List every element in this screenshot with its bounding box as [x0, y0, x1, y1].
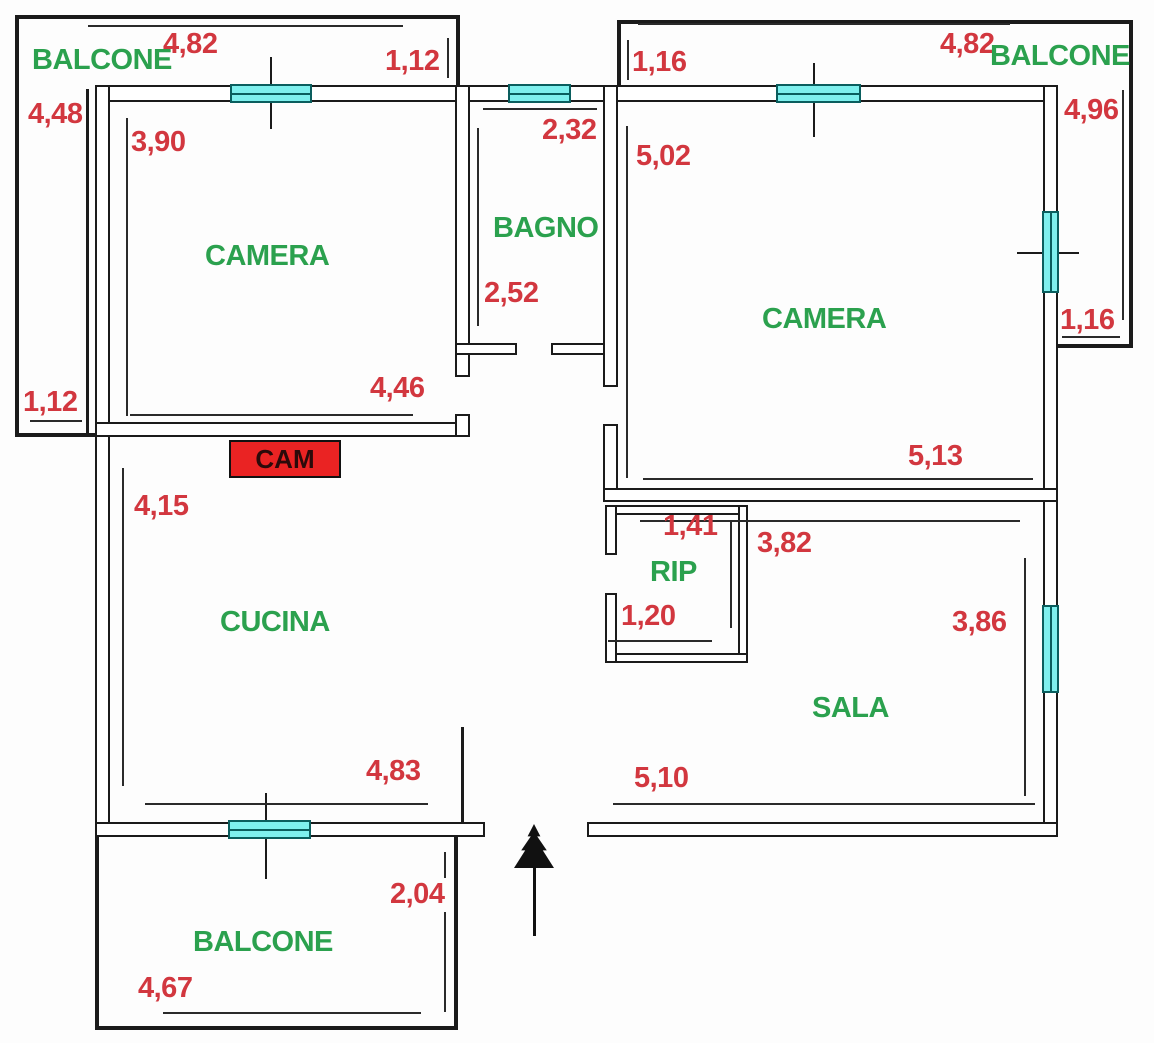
room-label-balcone-top-right: BALCONE — [990, 40, 1130, 72]
room-label-bagno: BAGNO — [493, 212, 599, 244]
balcony-tr-outline-left — [617, 20, 621, 89]
wall-camera-left-bottom — [95, 422, 470, 437]
dim-rip-width: 1,20 — [621, 600, 676, 632]
dim-camera-left-width: 4,46 — [370, 372, 425, 404]
dim-balcone-tl-end: 1,12 — [23, 386, 78, 418]
dim-sala-width: 5,10 — [634, 762, 689, 794]
dimension-line — [483, 108, 597, 110]
dimension-line — [626, 126, 628, 478]
dimension-line — [163, 1012, 421, 1014]
dim-bagno-height: 2,52 — [484, 277, 539, 309]
dim-camera-right-height: 5,02 — [636, 140, 691, 172]
wall-corridor-upper — [603, 85, 618, 387]
dimension-line — [627, 40, 629, 80]
wall-rip-left-upper — [605, 505, 617, 555]
balcony-tl-outline-right — [456, 15, 460, 89]
dim-rip-height: 1,41 — [663, 510, 718, 542]
wall-rip-right — [738, 505, 748, 663]
dimension-line — [638, 23, 1010, 25]
dimension-line — [1062, 336, 1120, 338]
dimension-line — [643, 478, 1033, 480]
balcony-tl-inner-line — [86, 89, 89, 435]
dimension-line — [608, 640, 712, 642]
dimension-line — [130, 414, 413, 416]
wall-bagno-left-jamb — [455, 414, 470, 437]
dim-camera-left-height: 3,90 — [131, 126, 186, 158]
balcony-bottom-outline-left — [95, 837, 99, 1030]
balcony-tr-outline-top — [617, 20, 1133, 24]
dimension-line — [444, 912, 446, 1012]
wall-left — [95, 85, 110, 837]
wall-right — [1043, 85, 1058, 837]
balcony-bottom-outline-right — [454, 837, 458, 1030]
dimension-line — [30, 420, 82, 422]
room-label-balcone-top-left: BALCONE — [32, 44, 172, 76]
balcony-tr-outline-right — [1129, 20, 1133, 348]
dim-cucina-height: 4,15 — [134, 490, 189, 522]
dim-balcone-bottom-height: 2,04 — [390, 878, 445, 910]
dimension-line — [613, 803, 1035, 805]
dimension-line — [1122, 90, 1124, 320]
window-cucina — [228, 820, 311, 839]
window-sala — [1042, 605, 1059, 693]
room-label-rip: RIP — [650, 556, 697, 588]
balcony-tr-outline-bottom — [1056, 344, 1133, 348]
dimension-line — [477, 128, 479, 326]
dimension-line — [126, 118, 128, 416]
room-label-camera-left: CAMERA — [205, 240, 330, 272]
dim-balcone-bottom-width: 4,67 — [138, 972, 193, 1004]
wall-cucina-right-edge — [461, 727, 464, 824]
dim-balcone-tr-height: 4,96 — [1064, 94, 1119, 126]
wall-camera-sala-divider — [603, 488, 1058, 502]
balcony-tl-outline-top — [15, 15, 460, 19]
dim-balcone-tr-end: 1,16 — [1060, 304, 1115, 336]
wall-rip-bottom — [605, 653, 748, 663]
balcony-tl-outline-left — [15, 15, 19, 437]
window-bagno — [508, 84, 571, 103]
room-label-balcone-bottom: BALCONE — [193, 926, 333, 958]
dim-balcone-tl-height: 4,48 — [28, 98, 83, 130]
dimension-line — [122, 468, 124, 786]
dim-cucina-width: 4,83 — [366, 755, 421, 787]
balcony-bottom-outline-bottom — [95, 1026, 458, 1030]
wall-bagno-left — [455, 85, 470, 377]
dim-balcone-tl-door: 1,12 — [385, 45, 440, 77]
wall-bottom-sala — [587, 822, 1058, 837]
dimension-line — [730, 522, 732, 628]
room-label-cucina: CUCINA — [220, 606, 330, 638]
dimension-line — [88, 25, 403, 27]
window-camera-left — [230, 84, 312, 103]
dim-sala-height: 3,86 — [952, 606, 1007, 638]
wall-bagno-bottom-left — [455, 343, 517, 355]
dimension-line — [145, 803, 428, 805]
dim-balcone-tr-door: 1,16 — [632, 46, 687, 78]
room-label-camera-right: CAMERA — [762, 303, 887, 335]
balcony-tl-outline-bottom — [15, 433, 95, 437]
dimension-line — [640, 520, 1020, 522]
north-arrow-stem — [533, 862, 536, 936]
dim-balcone-tl-width: 4,82 — [163, 28, 218, 60]
dim-camera-right-width: 5,13 — [908, 440, 963, 472]
dim-sala-top-width: 3,82 — [757, 527, 812, 559]
dimension-line — [444, 852, 446, 878]
dimension-line — [1024, 558, 1026, 796]
window-camera-right-side — [1042, 211, 1059, 293]
cam-box-label: CAM — [255, 443, 315, 474]
window-camera-right — [776, 84, 861, 103]
dimension-line — [447, 38, 449, 78]
wall-rip-left-lower — [605, 593, 617, 663]
room-label-sala: SALA — [812, 692, 889, 724]
cam-box: CAM — [229, 440, 341, 478]
dim-bagno-width: 2,32 — [542, 114, 597, 146]
dim-balcone-tr-width: 4,82 — [940, 28, 995, 60]
